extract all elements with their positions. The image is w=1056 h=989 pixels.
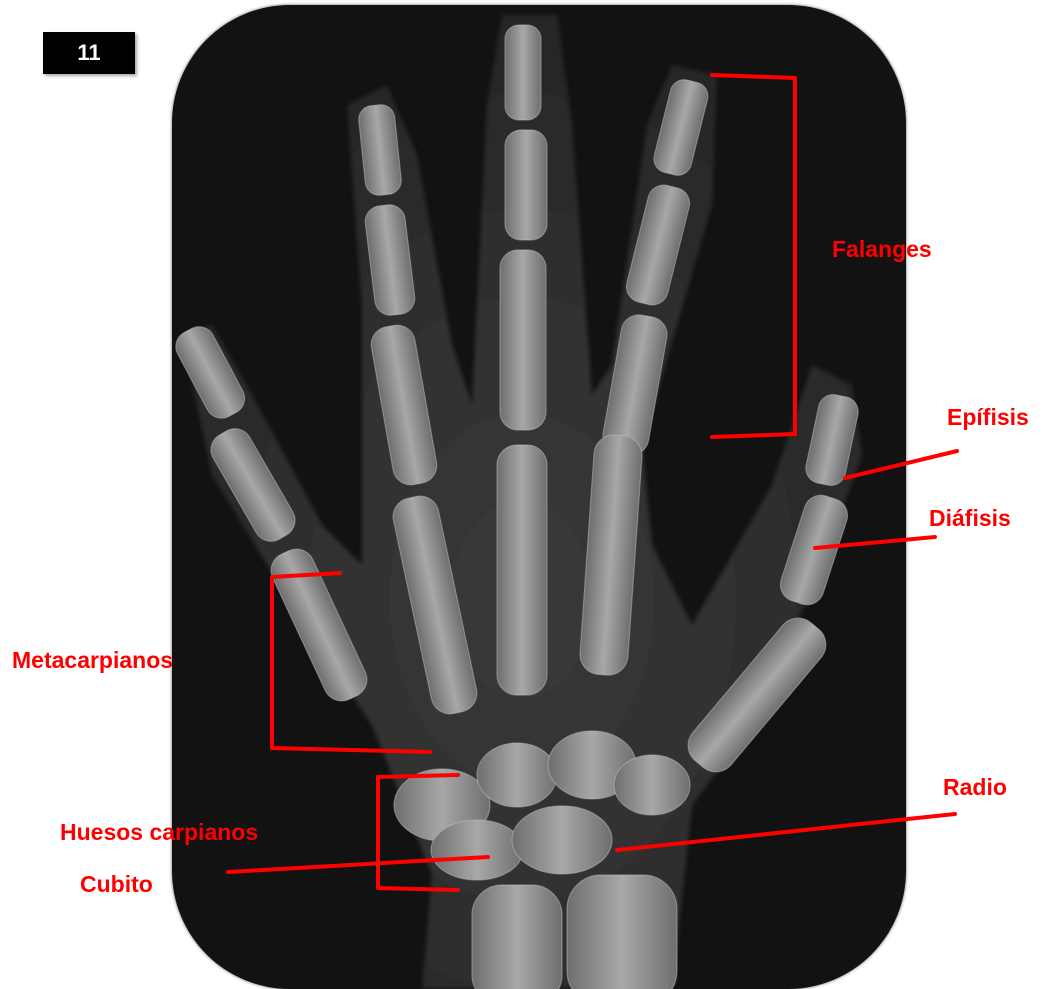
label-metacarpianos: Metacarpianos (12, 649, 173, 672)
label-diafisis: Diáfisis (929, 507, 1011, 530)
label-epifisis: Epífisis (947, 406, 1029, 429)
label-falanges: Falanges (832, 238, 932, 261)
hand-xray-drawing (172, 5, 906, 989)
hand-xray-image (172, 5, 906, 989)
label-radio: Radio (943, 776, 1007, 799)
label-huesos-carpianos: Huesos carpianos (60, 821, 258, 844)
label-cubito: Cubito (80, 873, 153, 896)
bones (172, 25, 861, 989)
figure-number-badge: 11 (43, 32, 135, 74)
figure-number: 11 (77, 40, 100, 66)
